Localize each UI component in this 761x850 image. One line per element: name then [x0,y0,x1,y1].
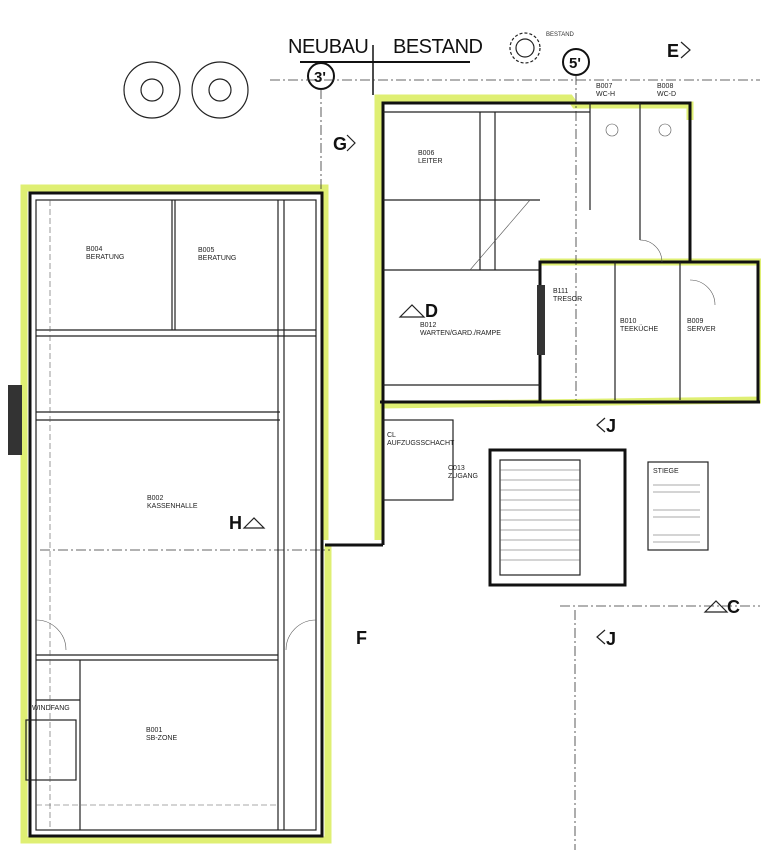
section-mark-d: D [425,301,438,321]
room-name-tresor: TRESOR [553,296,582,303]
section-mark-j-top: J [606,416,616,436]
room-name-zugang: ZUGANG [448,473,478,480]
bestand-walls [325,101,760,547]
room-name-sb-zone: SB-ZONE [146,735,177,742]
room-code-b012: B012 [420,322,436,329]
section-mark-f: F [356,628,367,648]
room-code-b002: B002 [147,495,163,502]
tank-symbol [191,61,249,119]
room-name-teekueche: TEEKÜCHE [620,325,658,333]
section-mark-e: E [667,41,679,61]
room-name-aufzugsschacht: AUFZUGSSCHACHT [387,440,455,447]
bestand-label: BESTAND [393,36,483,58]
axis-label-5: 5' [569,55,581,72]
bestand-note: BESTAND [546,32,575,38]
room-name-warten: WARTEN/GARD./RAMPE [420,330,501,337]
room-code-b010: B010 [620,318,636,325]
header: NEUBAU BESTAND BESTAND [123,32,575,119]
room-code-b004: B004 [86,246,102,253]
section-mark-c: C [727,597,740,617]
room-code-b007: B007 [596,83,612,90]
section-marks: E G D J J C H F [229,41,740,649]
room-name-beratung: BERATUNG [86,254,124,261]
room-code-c013: C013 [448,465,465,472]
section-mark-g: G [333,134,347,154]
tank-symbol [123,61,181,119]
room-name-leiter: LEITER [418,158,443,165]
room-labels: B007 WC-H B008 WC-D B006 LEITER B004 BER… [32,83,716,742]
room-code-b008: B008 [657,83,673,90]
grating [8,385,22,455]
neubau-label: NEUBAU [288,36,368,58]
tree-symbol-inner [515,38,535,58]
room-name-wc-d: WC-D [657,91,676,98]
room-code-b005: B005 [198,247,214,254]
tree-symbol [509,32,541,64]
room-code-b009: B009 [687,318,703,325]
axis-markers: 3' 5' [40,48,760,850]
axis-label-3: 3' [314,69,326,86]
room-name-kassenhalle: KASSENHALLE [147,503,198,510]
wall-highlight [20,94,761,844]
stair-legend-title: STIEGE [653,468,679,475]
room-name-beratung: BERATUNG [198,255,236,262]
room-name-windfang: WINDFANG [32,705,70,712]
room-name-server: SERVER [687,326,716,333]
section-mark-h: H [229,513,242,533]
room-code-b006: B006 [418,150,434,157]
room-name-wc-h: WC-H [596,91,615,98]
section-mark-j-bottom: J [606,629,616,649]
room-code-b111: B111 [553,288,568,295]
room-code-b001: B001 [146,727,162,734]
vault-wall [537,285,545,355]
tank-symbol-inner [140,78,164,102]
neubau-walls [8,191,324,838]
room-code-cl: CL [387,432,396,439]
tank-symbol-inner [208,78,232,102]
stair-block: STIEGE [488,448,709,587]
